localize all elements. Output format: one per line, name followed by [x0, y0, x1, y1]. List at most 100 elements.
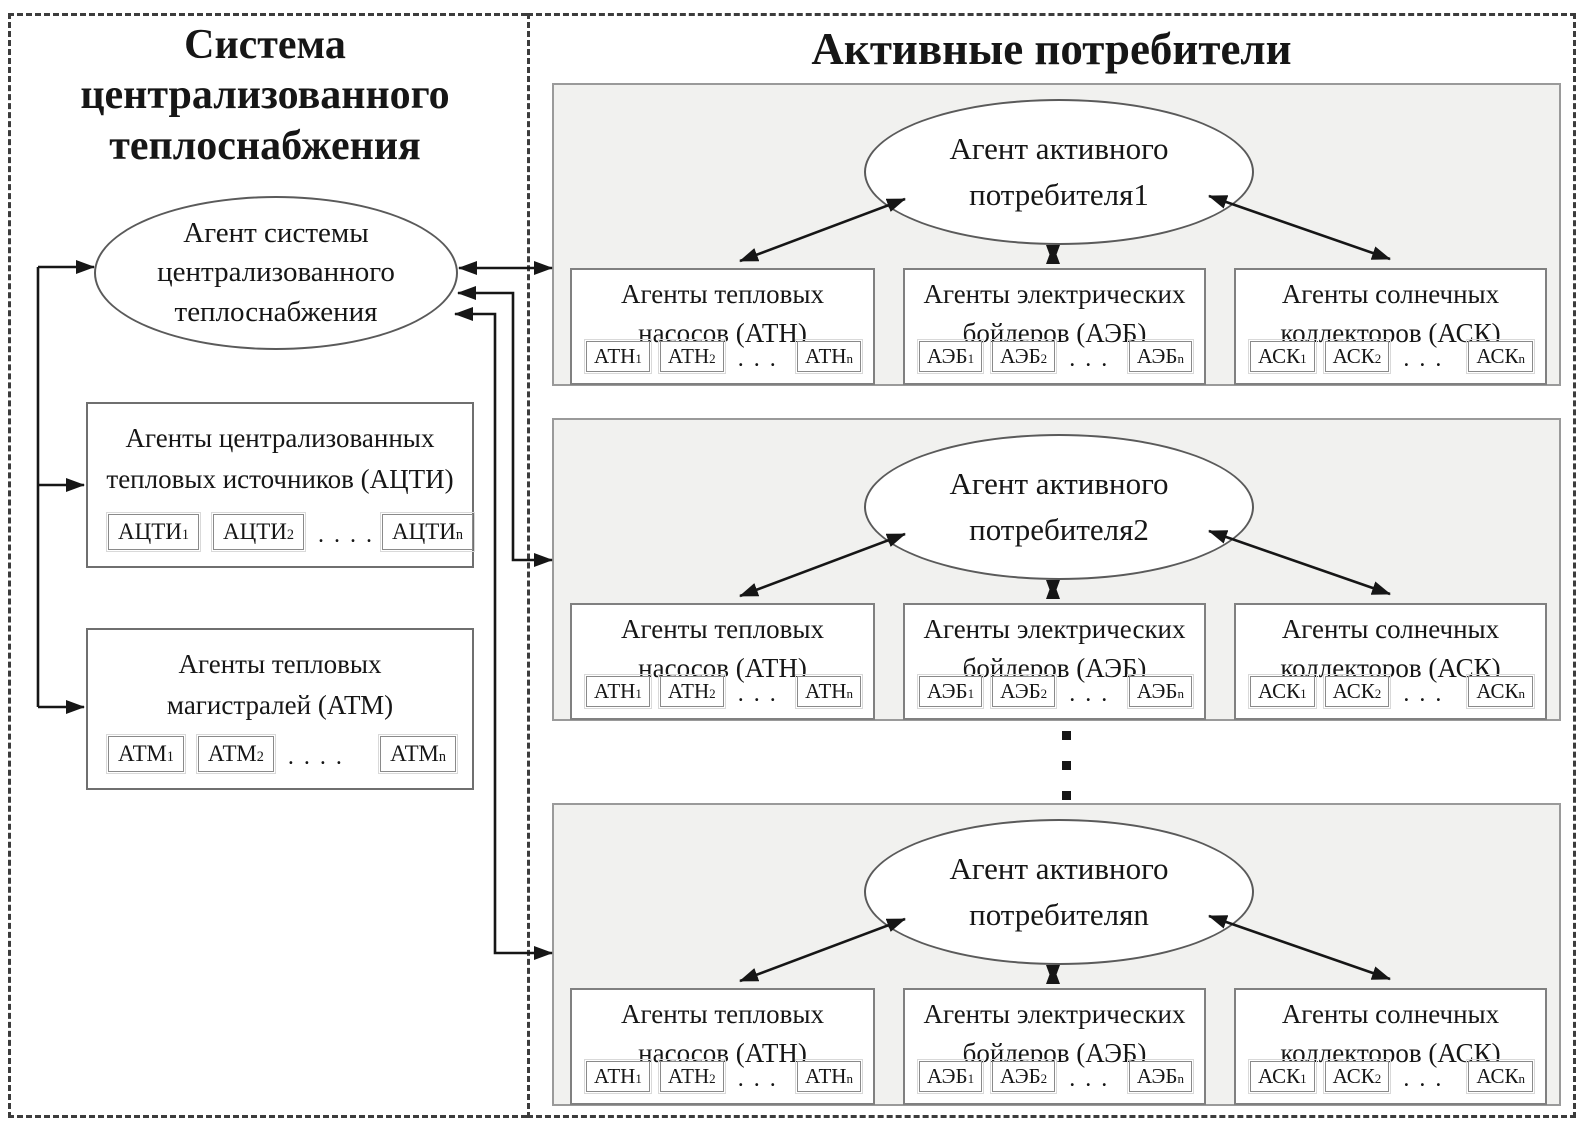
agent-chip: АСК1: [1248, 673, 1317, 710]
agent-chip: АСКn: [1466, 1058, 1535, 1095]
solar-collector-agents-box: Агенты солнечных коллекторов (АСК) АСК1 …: [1234, 988, 1547, 1105]
electric-boiler-agents-box: Агенты электрических бойлеров (АЭБ) АЭБ1…: [903, 603, 1206, 720]
consumer-panel-1: Агент активного потребителя1 Агенты тепл…: [552, 83, 1561, 386]
heat-pump-agents-box: Агенты тепловых насосов (АТН) АТН1 АТН2 …: [570, 988, 875, 1105]
ellipsis-dots: . . . .: [318, 521, 375, 548]
ellipsis-dots: . . .: [737, 1066, 778, 1092]
title-line: Система: [184, 22, 346, 68]
agent-chip: АЭБn: [1126, 1058, 1195, 1095]
agent-chip: АТН1: [584, 1058, 652, 1095]
consumer-1-agent-ellipse: Агент активного потребителя1: [864, 99, 1254, 245]
consumer-2-agent-ellipse: Агент активного потребителя2: [864, 434, 1254, 580]
ellipse-text-line: централизованного: [157, 256, 395, 289]
ellipse-text-line: Агент активного: [949, 850, 1169, 886]
ellipsis-dots: . . .: [1069, 681, 1110, 707]
agent-chip-row: АЭБ1 АЭБ2 . . . АЭБn: [916, 673, 1195, 710]
heat-pump-agents-box: Агенты тепловых насосов (АТН) АТН1 АТН2 …: [570, 603, 875, 720]
agent-chip-row: АСК1 АСК2 . . . АСКn: [1248, 338, 1535, 375]
agent-chip: АСК2: [1322, 338, 1392, 375]
ellipsis-dots: . . .: [737, 681, 778, 707]
box-title-line: Агенты тепловых: [621, 614, 824, 644]
agent-chip: АЭБ2: [990, 673, 1058, 710]
agent-chip: АТН2: [657, 673, 726, 710]
agent-chip: АТН1: [584, 338, 652, 375]
agent-chip: АТНn: [795, 1058, 863, 1095]
agent-chip: АСКn: [1466, 673, 1535, 710]
vertical-ellipsis-dot: [1062, 761, 1071, 770]
ellipsis-dots: . . .: [1069, 346, 1110, 372]
ellipsis-dots: . . .: [737, 346, 778, 372]
agent-chip: АЭБ1: [916, 338, 985, 375]
agent-chip: АТН2: [657, 1058, 726, 1095]
agent-chip: АЦТИ1: [105, 512, 202, 552]
agent-chip: АСК1: [1248, 1058, 1317, 1095]
ellipse-text-line: Агент активного: [949, 130, 1169, 166]
agent-chip-row: АЭБ1 АЭБ2 . . . АЭБn: [916, 338, 1195, 375]
agent-chip: АТН2: [657, 338, 726, 375]
box-title-line: Агенты электрических: [923, 999, 1186, 1029]
solar-collector-agents-box: Агенты солнечных коллекторов (АСК) АСК1 …: [1234, 268, 1547, 385]
agent-chip: АСК2: [1322, 673, 1392, 710]
box-title-line: Агенты солнечных: [1281, 279, 1500, 309]
agent-chip: АЭБn: [1126, 338, 1195, 375]
box-title-line: коллекторов (АСК): [1280, 318, 1501, 349]
ellipse-text-line: потребителяn: [969, 897, 1149, 932]
ellipse-text-line: теплоснабжения: [174, 295, 378, 328]
central-heating-section-frame: [8, 13, 527, 1118]
vertical-ellipsis-dot: [1062, 731, 1071, 740]
electric-boiler-agents-box: Агенты электрических бойлеров (АЭБ) АЭБ1…: [903, 268, 1206, 385]
ellipsis-dots: . . . .: [287, 743, 344, 770]
agent-chip: АСКn: [1466, 338, 1535, 375]
box-title-line: магистралей (АТМ): [166, 689, 394, 720]
title-line: централизованного: [80, 72, 450, 119]
box-title-line: Агенты электрических: [923, 614, 1186, 644]
solar-collector-agents-box: Агенты солнечных коллекторов (АСК) АСК1 …: [1234, 603, 1547, 720]
consumer-n-agent-ellipse: Агент активного потребителяn: [864, 819, 1254, 965]
agent-chip: АТМ2: [195, 734, 276, 774]
agent-chip-row: АТН1 АТН2 . . . АТНn: [584, 338, 863, 375]
agent-chip: АЭБ1: [916, 1058, 985, 1095]
agent-chip: АСК2: [1322, 1058, 1392, 1095]
agent-chip-row: АТН1 АТН2 . . . АТНn: [584, 673, 863, 710]
ellipsis-dots: . . .: [1403, 681, 1444, 707]
agent-chip: АЦТИn: [380, 512, 476, 552]
consumer-panel-n: Агент активного потребителяn Агенты тепл…: [552, 803, 1561, 1106]
ellipsis-dots: . . .: [1069, 1066, 1110, 1092]
box-title-line: Агенты тепловых: [621, 279, 824, 309]
heat-mains-agents-box: Агенты тепловых магистралей (АТМ) АТМ1 А…: [86, 628, 474, 790]
agent-chip: АТН1: [584, 673, 652, 710]
agent-chip: АЭБ2: [990, 1058, 1058, 1095]
agent-chip-row: АТН1 АТН2 . . . АТНn: [584, 1058, 863, 1095]
ellipsis-dots: . . .: [1403, 346, 1444, 372]
box-title-line: Агенты солнечных: [1281, 614, 1500, 644]
agent-chip-row: АТМ1 АТМ2 . . . . АТМn: [106, 734, 458, 774]
title-line: теплоснабжения: [109, 122, 421, 169]
vertical-ellipsis-dot: [1062, 791, 1071, 800]
agent-chip-row: АСК1 АСК2 . . . АСКn: [1248, 673, 1535, 710]
agent-chip: АЭБ1: [916, 673, 985, 710]
agent-chip: АТМ1: [106, 734, 186, 774]
ellipse-text-line: потребителя1: [969, 177, 1149, 212]
box-title-line: Агенты солнечных: [1281, 999, 1500, 1029]
chs-agent-ellipse: Агент системы централизованного теплосна…: [94, 196, 458, 350]
box-title-line: Агенты электрических: [923, 279, 1186, 309]
agent-chip: АТНn: [795, 338, 863, 375]
box-title-line: коллекторов (АСК): [1280, 1038, 1501, 1069]
box-title-line: Агенты тепловых: [621, 999, 824, 1029]
consumer-panel-2: Агент активного потребителя2 Агенты тепл…: [552, 418, 1561, 721]
agent-chip: АТНn: [795, 673, 863, 710]
central-heat-sources-agents-box: Агенты централизованных тепловых источни…: [86, 402, 476, 568]
box-title-line: тепловых источников (АЦТИ): [106, 463, 454, 494]
agent-chip: АЦТИ2: [211, 512, 307, 552]
box-title-line: Агенты централизованных: [125, 423, 435, 453]
agent-chip-row: АЭБ1 АЭБ2 . . . АЭБn: [916, 1058, 1195, 1095]
agent-chip-row: АЦТИ1 АЦТИ2 . . . . АЦТИn: [105, 512, 476, 552]
central-heating-section-title: Система централизованного теплоснабжения: [30, 20, 500, 171]
box-title-line: коллекторов (АСК): [1280, 653, 1501, 684]
heat-pump-agents-box: Агенты тепловых насосов (АТН) АТН1 АТН2 …: [570, 268, 875, 385]
agent-chip: АТМn: [378, 734, 458, 774]
agent-chip: АЭБn: [1126, 673, 1195, 710]
ellipse-text-line: потребителя2: [969, 512, 1149, 547]
electric-boiler-agents-box: Агенты электрических бойлеров (АЭБ) АЭБ1…: [903, 988, 1206, 1105]
